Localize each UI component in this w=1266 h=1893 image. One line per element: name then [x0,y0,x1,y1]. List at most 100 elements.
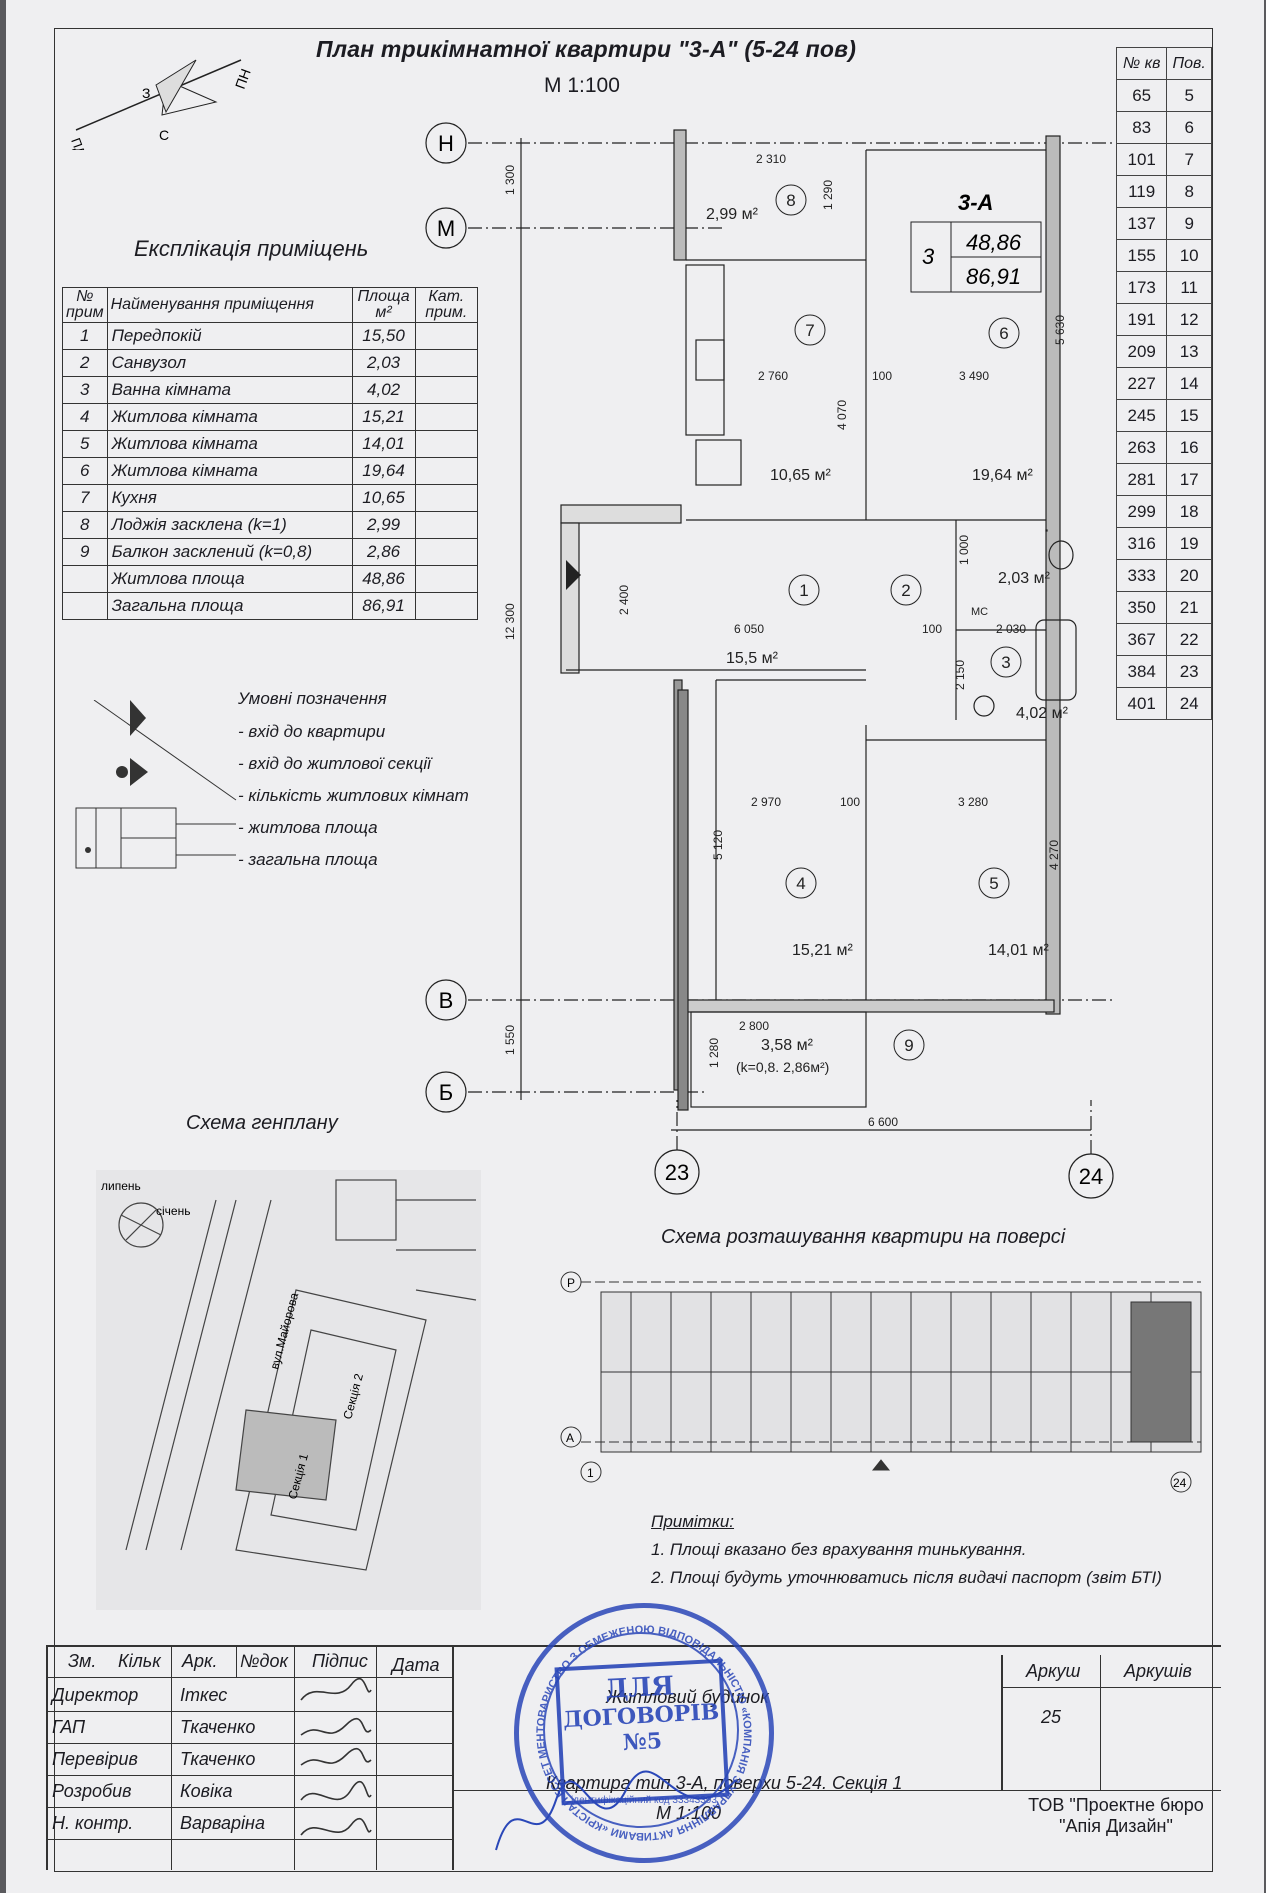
room-number: 6 [999,324,1008,343]
person: Ткаченко [180,1749,256,1769]
section-entrance-icon [130,758,148,786]
explication-cell: Передпокій [106,322,353,350]
floors-cell: 11 [1166,271,1212,304]
explication-cell [414,511,479,539]
area-r9-k: (k=0,8. 2,86м²) [736,1059,829,1075]
explication-cell: 86,91 [351,592,416,620]
dim: 1 280 [707,1038,721,1068]
seal-code: ідентифікаційний код 33343393 [571,1794,717,1806]
explication-cell: Житлова кімната [106,430,353,458]
scheme-axis: 24 [1173,1476,1187,1490]
floors-cell: 6 [1166,111,1212,144]
entrance-arrow-icon [130,700,146,736]
area-r9: 3,58 м² [761,1037,814,1054]
apt-living: 48,86 [966,230,1022,255]
room-number: 4 [796,874,805,893]
person: Ковіка [180,1781,233,1801]
compass-n: ПН [232,67,254,91]
dim: 5 630 [1053,315,1067,345]
explication-cell: 8 [62,511,108,539]
floors-cell: 299 [1115,495,1168,528]
area-r7: 10,65 м² [770,467,831,484]
dim: 2 030 [996,622,1026,636]
dim: 3 280 [958,795,988,809]
floors-cell: 350 [1115,591,1168,624]
floors-cell: 65 [1115,79,1168,112]
legend-title: Умовні позначення [238,689,387,708]
wind-rose-icon [118,1202,164,1248]
note-item: 2. Площі будуть уточнюватись після видач… [651,1568,1162,1587]
explication-cell: 14,01 [351,430,416,458]
col-label: Арк. [182,1651,218,1671]
wind-label: липень [101,1179,141,1193]
dim: 2 310 [756,152,786,166]
dim: 1 300 [503,165,517,195]
area-r4: 15,21 м² [792,942,853,959]
col-area: Площа м² [351,287,416,323]
dim: 100 [872,369,892,383]
axis-m: М [437,216,455,241]
floors-cell: 18 [1166,495,1212,528]
explication-cell: Балкон засклений (k=0,8) [106,538,353,566]
explication-cell: Житлова кімната [106,403,353,431]
floors-cell: 281 [1115,463,1168,496]
compass-sw: ПД [68,136,88,150]
floors-cell: 20 [1166,559,1212,592]
floors-cell: 119 [1115,175,1168,208]
role: Директор [52,1685,139,1705]
role: ГАП [52,1717,86,1737]
legend-item: - кількість житлових кімнат [238,786,469,805]
sheet-number: 25 [1041,1707,1062,1727]
col-label: Зм. [68,1651,97,1671]
axis-h: Н [438,131,454,156]
scheme-axis: 1 [587,1466,594,1480]
room-number: 9 [904,1036,913,1055]
axis-v: В [439,988,454,1013]
floor-scheme: Р А 1 24 [560,1271,1202,1493]
floors-cell: 155 [1115,239,1168,272]
explication-cell: Лоджія засклена (k=1) [106,511,353,539]
explication-cell: 15,21 [351,403,416,431]
room-number: 7 [805,321,814,340]
note-item: 1. Площі вказано без врахування тинькува… [651,1540,1027,1559]
scheme-axis: Р [567,1276,575,1290]
person: Ткаченко [180,1717,256,1737]
blue-signature [495,1770,737,1851]
wind-label: січень [156,1204,190,1218]
floors-cell: 24 [1166,687,1212,720]
col-name: Найменування приміщення [106,287,353,323]
col-label: №док [240,1651,288,1671]
floors-cell: 10 [1166,239,1212,272]
floors-cell: 23 [1166,655,1212,688]
dim: 2 970 [751,795,781,809]
explication-cell [414,376,479,404]
legend-symbols [75,700,237,869]
explication-cell: 19,64 [351,457,416,485]
area-r6: 19,64 м² [972,467,1033,484]
floors-cell: 263 [1115,431,1168,464]
dim: 4 270 [1047,840,1061,870]
explication-cell: 2 [62,349,108,377]
axis-24: 24 [1079,1164,1103,1189]
round-seal: ТОВАРИСТВО З ОБМЕЖЕНОЮ ВІДПОВІДАЛЬНІСТЮ … [514,1603,774,1863]
floor-plan: 3-А 3 48,86 86,91 Н М В Б 23 24 1 2 3 4 … [425,122,1116,1199]
floors-cell: 401 [1115,687,1168,720]
dim: 12 300 [503,603,517,640]
notes: Примітки: 1. Площі вказано без врахуванн… [651,1508,1162,1592]
axis-b: Б [439,1080,453,1105]
explication-cell: 5 [62,430,108,458]
col-label: Кільк [118,1651,161,1671]
role: Перевірив [52,1749,138,1769]
notes-title: Примітки: [651,1512,735,1531]
dim: 100 [840,795,860,809]
